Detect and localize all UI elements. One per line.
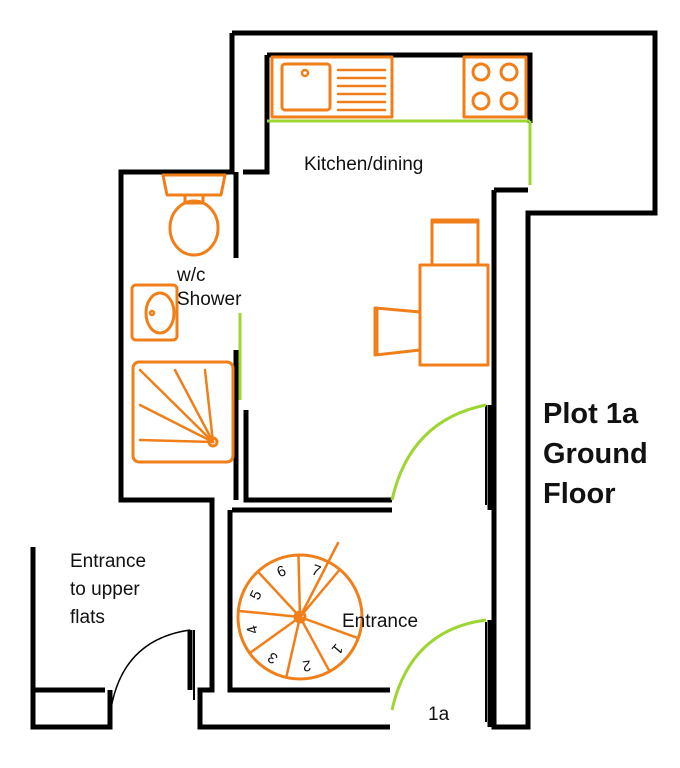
upper-flats-bottom [30, 690, 113, 730]
dividing-wall [243, 410, 392, 503]
entrance-door-swing [390, 618, 487, 711]
toilet [161, 173, 227, 257]
stair-tread-line [237, 609, 302, 619]
entrance-inner-wall [227, 510, 390, 693]
title-line1: Plot 1a [543, 398, 639, 430]
label-upper-line1: Entrance [70, 551, 146, 572]
stair-step-number: 2 [301, 656, 312, 674]
stair-top-line [298, 541, 340, 619]
doors [109, 119, 532, 716]
outer-wall-west [118, 33, 390, 730]
stair-tread-line [298, 615, 360, 640]
kitchen-hob [462, 55, 528, 119]
kitchen-sink [270, 55, 394, 119]
title-line3: Floor [543, 478, 616, 510]
stair-outline [236, 553, 364, 681]
stair-step-number: 5 [247, 588, 266, 603]
label-wc: w/c [176, 265, 206, 286]
plan-title: Plot 1a Ground Floor [543, 398, 648, 510]
outer-wall-east [232, 30, 658, 730]
room-labels: Kitchen/dining w/c Shower Entrance Entra… [70, 154, 450, 725]
kitchen-top-wall [267, 52, 533, 123]
stair-tread-line [248, 615, 302, 655]
shower-tray [131, 360, 235, 464]
stair-step-number: 6 [275, 562, 289, 581]
stair-tread-line [298, 568, 342, 619]
label-entrance: Entrance [342, 611, 418, 632]
kitchen-left-wall [243, 55, 270, 175]
stair-tread-line [284, 615, 302, 679]
stair-tread-line [256, 570, 302, 619]
stair-tread-line [298, 615, 331, 673]
label-upper-line2: to upper [70, 579, 140, 600]
kitchen-door-swing [390, 403, 487, 501]
title-line2: Ground [543, 438, 648, 470]
label-upper-line3: flats [70, 607, 105, 628]
stair-tread-line [297, 553, 302, 619]
label-kitchen: Kitchen/dining [304, 154, 423, 175]
stair-step-number: 4 [243, 623, 262, 635]
wash-basin [130, 283, 179, 342]
dining-table [373, 218, 490, 367]
stair-step-number: 1 [328, 640, 346, 657]
upper-flats-door-swing [109, 629, 191, 716]
stair-step-number: 3 [265, 648, 281, 667]
label-shower: Shower [177, 289, 242, 310]
label-unit: 1a [428, 704, 450, 725]
stair-tread-lines [237, 541, 360, 679]
walls [30, 30, 658, 730]
